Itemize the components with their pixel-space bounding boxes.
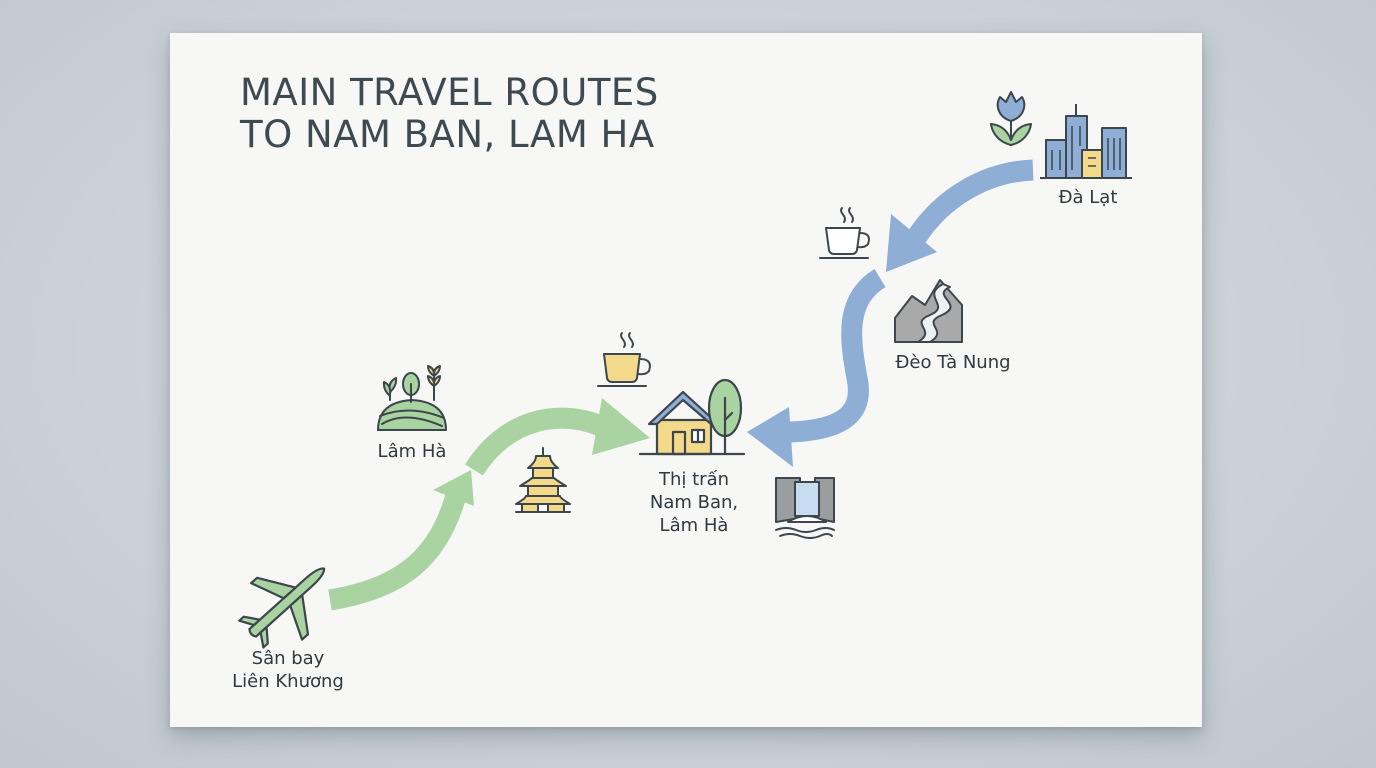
place-label-lien-khuong: Sân bay Liên Khương [208, 647, 368, 693]
nam-ban-label-line-1: Thị trấn [658, 469, 730, 490]
coffee-cup-icon [597, 332, 651, 387]
route-da-lat-segment-2 [789, 269, 887, 443]
farm-fields-icon [377, 365, 447, 431]
route-airport-segment-2 [465, 407, 615, 476]
route-da-lat-arrowhead-1 [886, 214, 937, 272]
nam-ban-label-line-2: Nam Ban, [649, 492, 739, 513]
house-icon [647, 390, 720, 456]
place-label-da-lat: Đà Lạt [1040, 186, 1136, 209]
lien-khuong-label-line-2: Liên Khương [232, 671, 344, 692]
route-airport-segment-1 [328, 485, 469, 611]
city-buildings-icon [1040, 104, 1132, 179]
route-lien-khuong-to-nam-ban [328, 398, 650, 611]
nam-ban-label-line-3: Lâm Hà [659, 515, 729, 536]
tulip-icon [990, 91, 1032, 146]
lam-ha-label: Lâm Hà [377, 441, 447, 462]
pagoda-icon [515, 447, 571, 513]
map-title: MAIN TRAVEL ROUTES TO NAM BAN, LAM HA [240, 72, 659, 156]
tree-icon [638, 378, 746, 456]
place-label-deo-ta-nung: Đèo Tà Nung [868, 351, 1038, 374]
route-airport-arrowhead-2 [592, 398, 650, 455]
place-label-lam-ha: Lâm Hà [352, 440, 472, 463]
title-line-1: MAIN TRAVEL ROUTES [240, 71, 659, 114]
route-airport-arrowhead-1 [433, 470, 474, 506]
place-label-nam-ban: Thị trấn Nam Ban, Lâm Hà [624, 468, 764, 537]
airplane-icon [238, 567, 326, 649]
map-card [170, 33, 1202, 727]
route-da-lat-arrowhead-2 [747, 407, 793, 467]
waterfall-icon [775, 477, 835, 539]
title-line-2: TO NAM BAN, LAM HA [240, 113, 655, 156]
deo-ta-nung-label: Đèo Tà Nung [895, 352, 1011, 373]
route-da-lat-to-nam-ban [747, 159, 1034, 467]
route-da-lat-segment-1 [907, 159, 1034, 244]
da-lat-label: Đà Lạt [1058, 187, 1118, 208]
mountain-pass-icon [894, 279, 963, 343]
coffee-cup-icon [819, 207, 870, 259]
lien-khuong-label-line-1: Sân bay [251, 648, 325, 669]
